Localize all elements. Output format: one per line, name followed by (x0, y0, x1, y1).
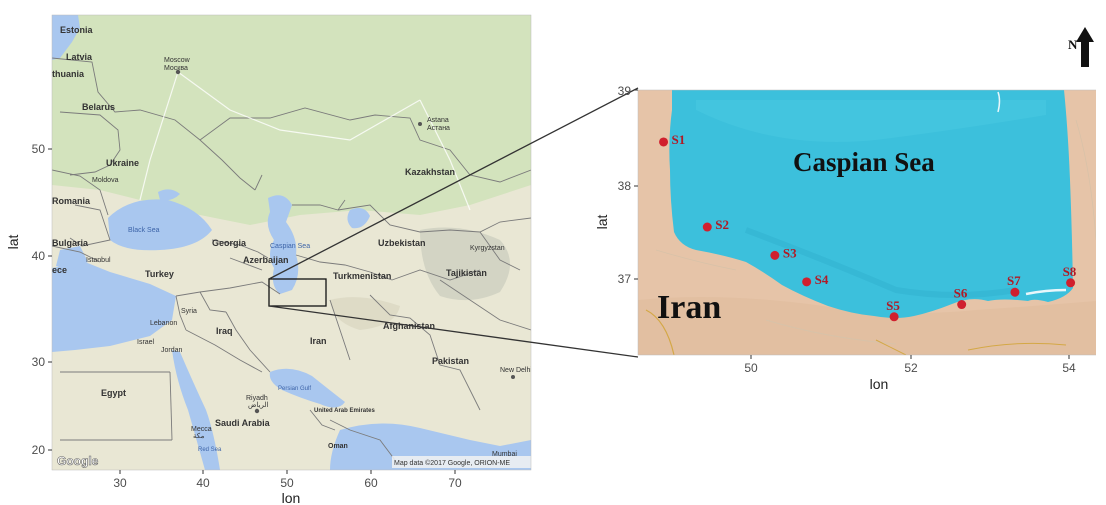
label-lebanon: Lebanon (150, 320, 177, 327)
station-marker-s6 (957, 300, 967, 310)
label-greece: ece (52, 265, 67, 275)
black-sea-water (108, 199, 212, 251)
label-black-sea: Black Sea (128, 227, 160, 234)
station-marker-s3 (770, 250, 780, 260)
station-label-s8: S8 (1063, 264, 1077, 279)
red-sea-water (172, 350, 220, 470)
label-iran: Iran (310, 336, 327, 346)
overview-map-figure: Google Map data ©2017 Google, ORION-ME E… (5, 14, 532, 505)
label-mecca: Mecca (191, 426, 212, 433)
station-marker-s2 (702, 222, 712, 232)
north-arrow-icon (1076, 27, 1094, 67)
label-jordan: Jordan (161, 347, 183, 354)
station-label-s2: S2 (715, 217, 729, 232)
left-xlabel: lon (282, 490, 301, 505)
station-label-s7: S7 (1007, 273, 1021, 288)
station-marker-s8 (1066, 278, 1076, 288)
north-label: N (1068, 37, 1078, 52)
label-mecca-ar: مكة (193, 432, 205, 440)
label-caspian-sea-small: Caspian Sea (270, 243, 310, 250)
label-red-sea: Red Sea (198, 447, 222, 453)
station-label-s1: S1 (672, 132, 686, 147)
left-xtick-60: 60 (364, 476, 378, 490)
label-riyadh: Riyadh (246, 395, 268, 402)
map-attribution: Map data ©2017 Google, ORION-ME (394, 459, 510, 467)
left-xtick-50: 50 (280, 476, 294, 490)
label-romania: Romania (52, 196, 91, 206)
right-ytick-39: 39 (618, 84, 632, 98)
label-israel: Israel (137, 339, 155, 346)
label-istanbul: Istanbul (86, 257, 111, 264)
overview-map-panel: Google Map data ©2017 Google, ORION-ME E… (52, 15, 532, 470)
label-saudi-arabia: Saudi Arabia (215, 418, 271, 428)
station-marker-s7 (1010, 287, 1020, 297)
right-xtick-50: 50 (744, 361, 758, 375)
label-iraq: Iraq (216, 326, 233, 336)
station-marker-s4 (802, 277, 812, 287)
label-persian-gulf: Persian Gulf (278, 386, 311, 392)
label-uae: United Arab Emirates (314, 408, 375, 414)
station-label-s4: S4 (815, 272, 829, 287)
left-ytick-30: 30 (32, 355, 46, 369)
caspian-sea-area (669, 90, 1073, 318)
left-ytick-20: 20 (32, 443, 46, 457)
left-xtick-40: 40 (196, 476, 210, 490)
google-logo: Google (57, 454, 99, 469)
label-tajikistan: Tajikistan (446, 268, 487, 278)
north-arrow: N (1068, 27, 1094, 67)
label-syria: Syria (181, 308, 197, 315)
label-astana: Astana (427, 117, 449, 124)
iran-label: Iran (657, 289, 721, 326)
label-azerbaijan: Azerbaijan (243, 255, 289, 265)
left-xtick-30: 30 (113, 476, 127, 490)
right-xtick-52: 52 (904, 361, 918, 375)
right-xtick-54: 54 (1062, 361, 1076, 375)
label-turkmenistan: Turkmenistan (333, 271, 391, 281)
label-riyadh-ar: الرياض (248, 401, 269, 409)
label-kyrgyzstan: Kyrgyzstan (470, 245, 505, 252)
label-uzbekistan: Uzbekistan (378, 238, 426, 248)
station-marker-s5 (889, 312, 899, 322)
right-xlabel: lon (870, 376, 889, 392)
right-ytick-38: 38 (618, 179, 632, 193)
label-astana-ru: Астана (427, 125, 450, 132)
label-oman: Oman (328, 443, 348, 450)
station-label-s3: S3 (783, 245, 797, 260)
label-new-delhi: New Delhi (500, 367, 532, 374)
station-label-s5: S5 (886, 298, 900, 313)
station-label-s6: S6 (954, 286, 968, 301)
left-ylabel: lat (5, 235, 21, 250)
caspian-sea-label: Caspian Sea (793, 147, 935, 177)
label-mumbai: Mumbai (492, 451, 517, 458)
label-lithuania: thuania (52, 69, 85, 79)
svg-text:Google: Google (57, 454, 99, 468)
mediterranean-water (52, 262, 176, 352)
station-marker-s1 (659, 137, 669, 147)
left-ytick-40: 40 (32, 249, 46, 263)
label-kazakhstan: Kazakhstan (405, 167, 455, 177)
label-moldova: Moldova (92, 177, 119, 184)
label-moscow-ru: Москва (164, 65, 188, 72)
left-xtick-70: 70 (448, 476, 462, 490)
right-ytick-37: 37 (618, 272, 632, 286)
label-latvia: Latvia (66, 52, 93, 62)
label-afghanistan: Afghanistan (383, 321, 435, 331)
label-ukraine: Ukraine (106, 158, 139, 168)
label-turkey: Turkey (145, 269, 174, 279)
label-moscow: Moscow (164, 57, 191, 64)
left-ytick-50: 50 (32, 142, 46, 156)
label-estonia: Estonia (60, 25, 94, 35)
persian-gulf-water (269, 368, 345, 408)
label-belarus: Belarus (82, 102, 115, 112)
label-bulgaria: Bulgaria (52, 238, 89, 248)
label-pakistan: Pakistan (432, 356, 469, 366)
right-ylabel: lat (596, 215, 610, 230)
label-egypt: Egypt (101, 388, 126, 398)
label-georgia: Georgia (212, 238, 247, 248)
